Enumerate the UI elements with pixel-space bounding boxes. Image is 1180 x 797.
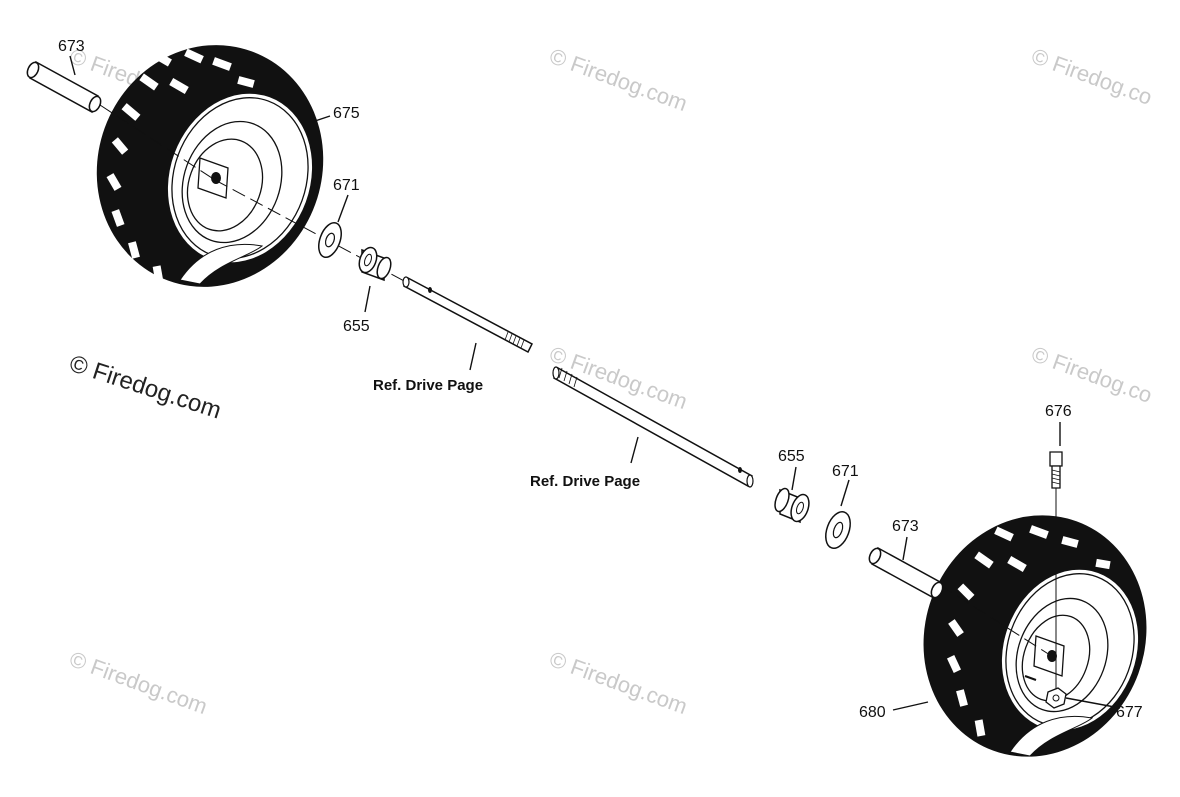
spacer-673-top: [26, 60, 102, 114]
bushing-655-top: [358, 246, 392, 282]
nut-677: [1045, 687, 1067, 709]
label-655-bottom: 655: [778, 448, 805, 465]
watermark-faint: © Firedog.com: [546, 646, 690, 719]
tire-675: [96, 45, 324, 287]
watermark-faint: © Firedog.com: [546, 43, 690, 116]
label-676: 676: [1045, 403, 1072, 420]
label-655-top: 655: [343, 318, 370, 335]
washer-671-bottom: [825, 511, 851, 549]
watermark-faint: © Firedog.co: [1028, 43, 1155, 110]
watermark-faint: © Firedog.co: [1028, 341, 1155, 408]
reference-labels: Ref. Drive Page Ref. Drive Page: [373, 377, 640, 490]
label-675: 675: [333, 105, 360, 122]
label-671-bottom: 671: [832, 463, 859, 480]
bushing-655-bottom: [774, 487, 810, 524]
bolt-676: [1049, 451, 1063, 489]
spacer-673-bottom: [868, 546, 944, 600]
axle-shaft-upper: [402, 276, 533, 354]
label-671-top: 671: [333, 177, 360, 194]
axle-shaft-lower: [552, 366, 754, 488]
part-labels: 673 675 671 655 676 655 671 673 680 677: [58, 38, 1143, 721]
ref-drive-page-lower: Ref. Drive Page: [530, 473, 640, 490]
tire-680: [923, 515, 1147, 757]
leader-lines: [69, 55, 1121, 711]
watermark-main: © Firedog.com: [66, 350, 224, 424]
washer-671-top: [318, 221, 342, 259]
label-677: 677: [1116, 704, 1143, 721]
ref-drive-page-upper: Ref. Drive Page: [373, 377, 483, 394]
label-673-top: 673: [58, 38, 85, 55]
watermark-faint: © Firedog.com: [66, 646, 210, 719]
label-680: 680: [859, 704, 886, 721]
label-673-bottom: 673: [892, 518, 919, 535]
